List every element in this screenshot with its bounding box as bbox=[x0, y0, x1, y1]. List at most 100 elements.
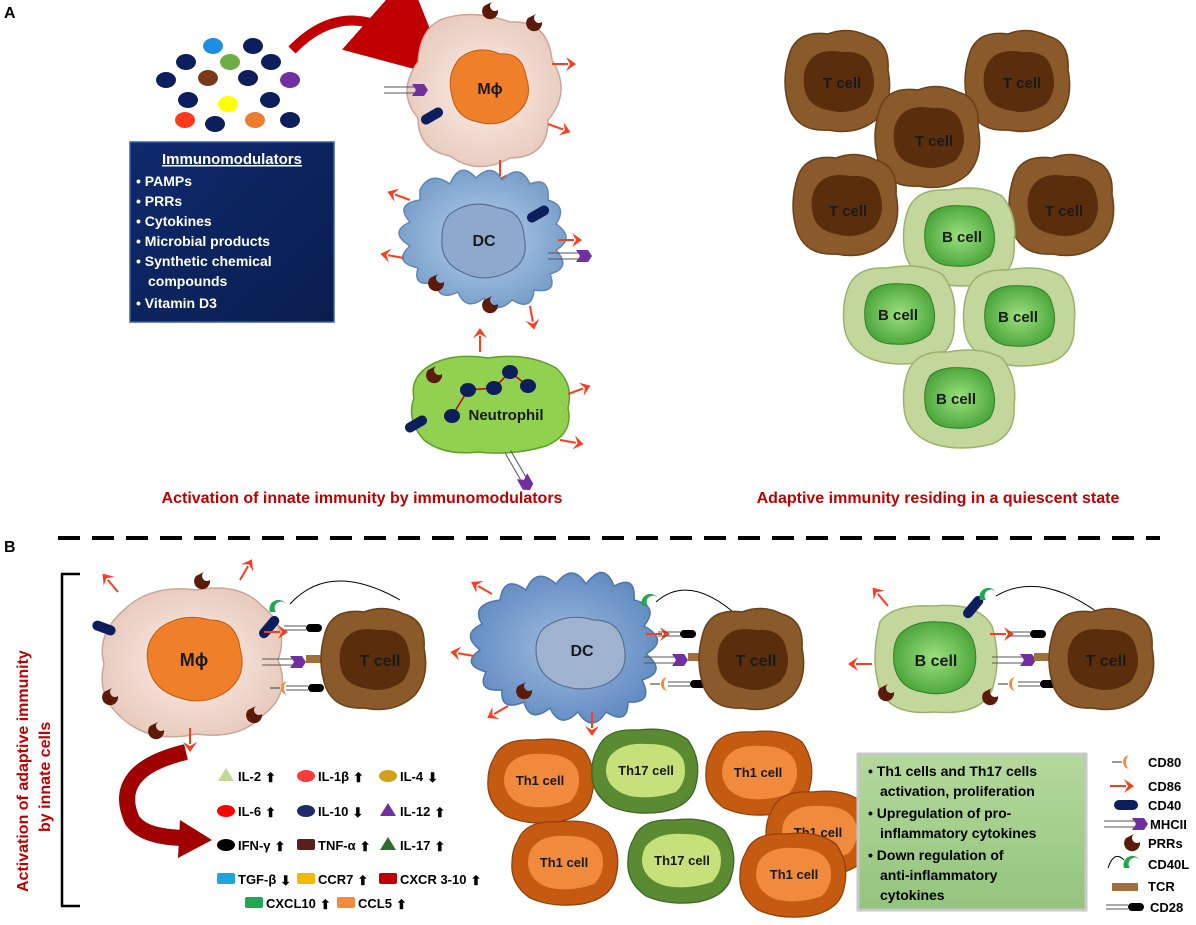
legend-label: CD40 bbox=[1148, 798, 1181, 813]
cytokine-label: TGF-β bbox=[238, 872, 276, 887]
down-arrow-icon: ⬇ bbox=[280, 873, 291, 888]
up-arrow-icon: ⬆ bbox=[360, 839, 371, 854]
legend-mhcii-icon bbox=[1103, 817, 1149, 831]
effect-line: • Th1 cells and Th17 cells bbox=[868, 763, 1037, 779]
effects-box: • Th1 cells and Th17 cells activation, p… bbox=[856, 752, 1088, 912]
b-cell-a4: B cell bbox=[902, 349, 1016, 449]
svg-text:by innate cells: by innate cells bbox=[37, 722, 54, 832]
cytokine-label: IL-2 bbox=[238, 769, 261, 784]
cytokine-marker bbox=[297, 805, 315, 817]
up-arrow-icon: ⬆ bbox=[320, 897, 331, 912]
cytokine-item: IL-4⬇ bbox=[379, 769, 438, 785]
b-cell-a3: B cell bbox=[962, 267, 1076, 367]
cytokine-marker bbox=[379, 770, 397, 782]
legend: CD80 CD86 CD40 MHCII PRRs CD40L TCR CD28 bbox=[1103, 754, 1189, 915]
legend-cd86-icon bbox=[1109, 778, 1135, 794]
b-cell-a2: B cell bbox=[842, 265, 956, 365]
macrophage-a: Mϕ bbox=[383, 2, 577, 185]
dendritic-cell-a: DC bbox=[378, 169, 593, 332]
cytokine-label: CCL5 bbox=[358, 896, 392, 911]
cytokine-marker bbox=[217, 805, 235, 817]
effect-line: • Down regulation of bbox=[868, 847, 1004, 863]
panel-b-letter: B bbox=[4, 539, 16, 556]
cytokine-item: IL-12⬆ bbox=[380, 803, 445, 820]
svg-text:T cell: T cell bbox=[823, 75, 861, 92]
legend-cd40-icon bbox=[1114, 800, 1138, 810]
immuno-item: • Microbial products bbox=[136, 233, 270, 249]
svg-text:B cell: B cell bbox=[942, 229, 982, 246]
up-arrow-icon: ⬆ bbox=[470, 873, 481, 888]
up-arrow-icon: ⬆ bbox=[265, 805, 276, 820]
th17-cell: Th17 cell bbox=[627, 818, 735, 904]
th1-cell: Th1 cell bbox=[511, 820, 619, 906]
t-cell-a4: T cell bbox=[792, 153, 899, 257]
svg-text:T cell: T cell bbox=[360, 653, 401, 670]
legend-label: CD80 bbox=[1148, 755, 1181, 770]
up-arrow-icon: ⬆ bbox=[434, 805, 445, 820]
cytokine-item: IL-10⬇ bbox=[297, 804, 363, 820]
cytokine-item: IL-1β⬆ bbox=[297, 769, 364, 785]
legend-label: PRRs bbox=[1148, 836, 1183, 851]
effect-line: inflammatory cytokines bbox=[880, 825, 1037, 841]
svg-text:B cell: B cell bbox=[878, 307, 918, 324]
cytokine-arrow bbox=[119, 744, 189, 846]
th1-cell: Th1 cell bbox=[739, 832, 847, 918]
cytokine-label: TNF-α bbox=[318, 838, 356, 853]
immuno-item: • PRRs bbox=[136, 193, 182, 209]
cytokine-marker bbox=[380, 837, 396, 850]
svg-text:Th1 cell: Th1 cell bbox=[770, 867, 818, 882]
svg-text:Th17 cell: Th17 cell bbox=[654, 853, 710, 868]
svg-text:T cell: T cell bbox=[915, 133, 953, 150]
dendritic-cell-b: DC bbox=[448, 571, 741, 737]
legend-cd28-icon bbox=[1105, 902, 1145, 912]
macrophage-label: Mϕ bbox=[477, 81, 502, 98]
dc-label: DC bbox=[472, 233, 496, 250]
t-cell-a5: T cell bbox=[1008, 153, 1115, 257]
b-cell-b: B cell bbox=[847, 582, 1101, 714]
cytokine-label: CXCL10 bbox=[266, 896, 316, 911]
cytokine-item: CCL5⬆ bbox=[337, 896, 407, 912]
immuno-item: • PAMPs bbox=[136, 173, 192, 189]
th17-cell: Th17 cell bbox=[591, 728, 699, 814]
t-cell-a3: T cell bbox=[874, 85, 981, 189]
cytokine-arrow-head bbox=[178, 820, 212, 858]
cytokine-marker bbox=[379, 873, 397, 884]
cytokine-marker bbox=[297, 873, 315, 884]
svg-text:B cell: B cell bbox=[998, 309, 1038, 326]
effect-line: anti-inflammatory bbox=[880, 867, 998, 883]
svg-text:Th1 cell: Th1 cell bbox=[516, 773, 564, 788]
svg-text:Activation of adaptive immunit: Activation of adaptive immunity bbox=[15, 650, 32, 892]
svg-text:Th17 cell: Th17 cell bbox=[618, 763, 674, 778]
svg-text:T cell: T cell bbox=[736, 653, 777, 670]
effect-line: • Upregulation of pro- bbox=[868, 805, 1012, 821]
up-arrow-icon: ⬆ bbox=[265, 770, 276, 785]
cytokine-label: CXCR 3-10 bbox=[400, 872, 466, 887]
immuno-item: • Cytokines bbox=[136, 213, 212, 229]
legend-label: MHCII bbox=[1150, 817, 1187, 832]
b-cell-a1: B cell bbox=[902, 187, 1016, 287]
svg-text:T cell: T cell bbox=[1086, 653, 1127, 670]
immunomodulators-title: Immunomodulators bbox=[162, 151, 302, 168]
side-label: Activation of adaptive immunity by innat… bbox=[15, 650, 54, 892]
cytokine-label: IL-1β bbox=[318, 769, 349, 784]
down-arrow-icon: ⬇ bbox=[427, 770, 438, 785]
macrophage-b-label: Mϕ bbox=[180, 650, 209, 670]
macrophage-b: Mϕ bbox=[91, 554, 401, 753]
immuno-item: compounds bbox=[148, 273, 228, 289]
cytokine-list: IL-2⬆IL-1β⬆IL-4⬇IL-6⬆IL-10⬇IL-12⬆IFN-γ⬆T… bbox=[217, 768, 481, 912]
cytokine-item: TGF-β ⬇ bbox=[217, 872, 291, 888]
effect-line: cytokines bbox=[880, 887, 945, 903]
up-arrow-icon: ⬆ bbox=[275, 839, 286, 854]
cytokine-item: CXCL10 ⬆ bbox=[245, 896, 331, 912]
cytokine-marker bbox=[217, 839, 235, 851]
cytokine-label: IL-6 bbox=[238, 804, 261, 819]
legend-label: CD86 bbox=[1148, 779, 1181, 794]
immuno-item: • Synthetic chemical bbox=[136, 253, 272, 269]
svg-text:T cell: T cell bbox=[1045, 203, 1083, 220]
legend-label: CD40L bbox=[1148, 857, 1189, 872]
t-cell-b2: T cell bbox=[698, 607, 805, 711]
svg-text:Th1 cell: Th1 cell bbox=[734, 765, 782, 780]
cytokine-item: IL-2 ⬆ bbox=[218, 768, 276, 785]
t-cell-a2: T cell bbox=[964, 29, 1071, 133]
cytokine-item: TNF-α ⬆ bbox=[297, 838, 371, 854]
